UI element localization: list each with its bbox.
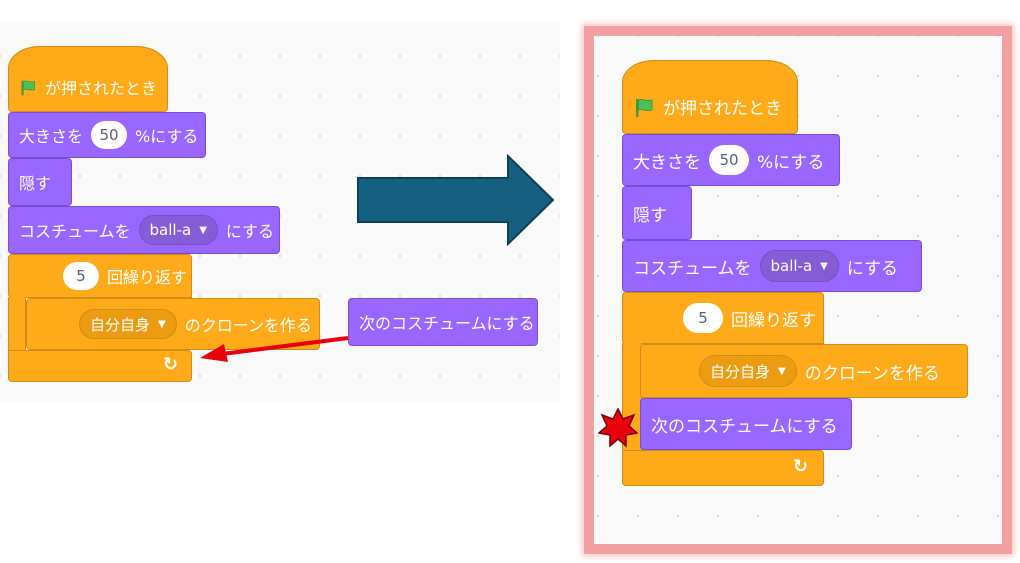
hat-label: が押されたとき: [44, 79, 157, 98]
caret-down-icon: ▼: [199, 224, 207, 236]
hide-block[interactable]: 隠す: [8, 158, 72, 206]
hide-label: 隠す: [633, 205, 667, 226]
size-input[interactable]: 50: [709, 145, 749, 175]
clone-target-dropdown[interactable]: 自分自身 ▼: [79, 309, 177, 339]
create-clone-block[interactable]: 自分自身 ▼ のクローンを作る: [640, 344, 968, 398]
pointer-arrow-icon: [200, 336, 349, 362]
when-flag-clicked-block[interactable]: が押されたとき: [8, 46, 168, 112]
set-size-block[interactable]: 大きさを 50 %にする: [8, 112, 206, 158]
switch-costume-block[interactable]: コスチュームを ball-a ▼ にする: [622, 240, 922, 292]
next-costume-label: 次のコスチュームにする: [359, 314, 535, 333]
right-arrow-icon: [357, 154, 555, 246]
switch-costume-block[interactable]: コスチュームを ball-a ▼ にする: [8, 206, 280, 254]
hide-block[interactable]: 隠す: [622, 186, 692, 240]
set-size-block[interactable]: 大きさを 50 %にする: [622, 134, 840, 186]
size-prefix: 大きさを: [633, 152, 701, 173]
repeat-header: 5 回繰り返す: [8, 254, 192, 298]
repeat-label: 回繰り返す: [107, 268, 188, 287]
costume-suffix: にする: [846, 258, 899, 279]
hat-label: が押されたとき: [663, 99, 782, 119]
costume-prefix: コスチュームを: [633, 258, 752, 279]
caret-down-icon: ▼: [158, 318, 166, 330]
clone-label: のクローンを作る: [804, 363, 940, 384]
clone-label: のクローンを作る: [184, 316, 312, 335]
next-costume-label: 次のコスチュームにする: [651, 416, 838, 437]
caret-down-icon: ▼: [778, 365, 786, 377]
green-flag-icon: [21, 80, 35, 96]
next-costume-block[interactable]: 次のコスチュームにする: [640, 398, 852, 450]
repeat-footer: ↻: [8, 350, 192, 382]
size-prefix: 大きさを: [19, 127, 84, 146]
green-flag-icon: [636, 98, 653, 117]
size-suffix: %にする: [135, 127, 199, 146]
costume-dropdown[interactable]: ball-a ▼: [759, 250, 839, 282]
red-star-icon: [598, 408, 638, 448]
loop-arrow-icon: ↻: [163, 354, 179, 375]
clone-target: 自分自身: [90, 315, 151, 334]
costume-suffix: にする: [225, 222, 275, 241]
costume-prefix: コスチュームを: [19, 222, 131, 241]
repeat-footer: ↻: [622, 450, 824, 486]
repeat-block[interactable]: 5 回繰り返す ↻: [8, 254, 192, 382]
repeat-count-input[interactable]: 5: [683, 303, 723, 333]
clone-target: 自分自身: [710, 362, 771, 381]
repeat-block[interactable]: 5 回繰り返す ↻: [622, 292, 824, 486]
loop-arrow-icon: ↻: [793, 456, 809, 477]
size-input[interactable]: 50: [91, 121, 128, 149]
repeat-label: 回繰り返す: [731, 310, 816, 331]
costume-value: ball-a: [770, 257, 813, 275]
when-flag-clicked-block[interactable]: が押されたとき: [622, 60, 798, 134]
repeat-count-input[interactable]: 5: [63, 262, 99, 290]
next-costume-block-loose[interactable]: 次のコスチュームにする: [348, 298, 538, 346]
size-suffix: %にする: [757, 152, 825, 173]
costume-dropdown[interactable]: ball-a ▼: [138, 215, 218, 245]
costume-value: ball-a: [149, 221, 192, 239]
repeat-header: 5 回繰り返す: [622, 292, 824, 344]
caret-down-icon: ▼: [820, 260, 828, 272]
create-clone-block[interactable]: 自分自身 ▼ のクローンを作る: [26, 298, 320, 350]
clone-target-dropdown[interactable]: 自分自身 ▼: [699, 355, 797, 387]
repeat-arm: [8, 297, 26, 351]
hide-label: 隠す: [19, 174, 52, 193]
